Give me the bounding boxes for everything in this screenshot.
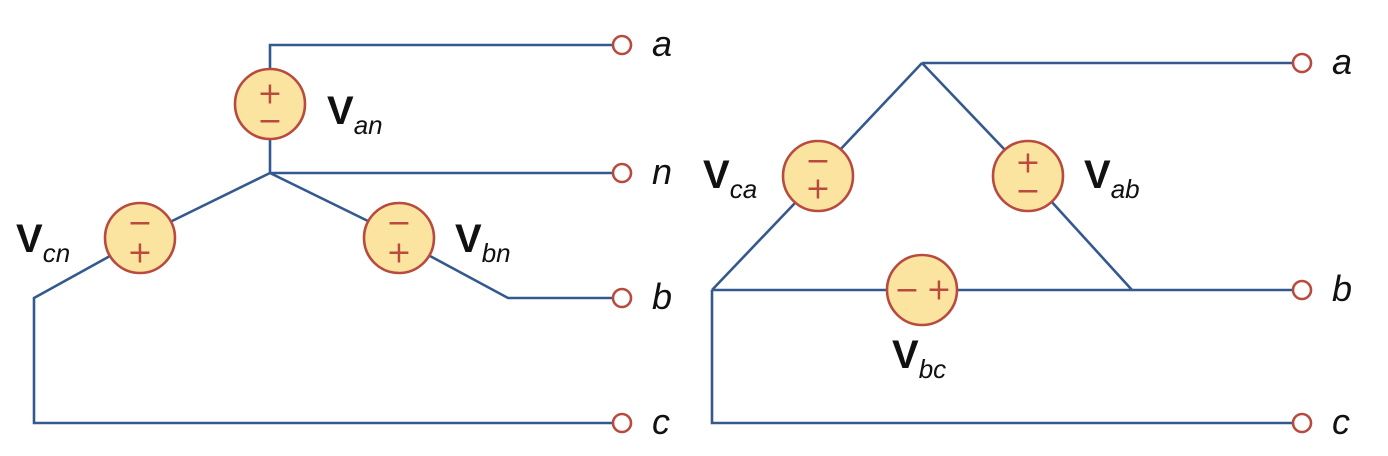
source-vbc: − + xyxy=(885,253,959,327)
delta-circuit: − + + − − + Vca Vab Vbc a b c xyxy=(703,41,1352,442)
label-van-symbol: V xyxy=(327,89,354,133)
wire-delta-top-to-vab xyxy=(921,62,1006,151)
source-vbn: − + xyxy=(362,201,436,275)
delta-terminal-c xyxy=(1291,412,1313,434)
label-vbn-subscript: bn xyxy=(482,238,511,268)
label-vca-symbol: V xyxy=(703,153,730,197)
wire-neutral-to-vcn xyxy=(169,171,271,224)
label-vca: Vca xyxy=(703,153,757,204)
label-vcn-symbol: V xyxy=(16,217,43,261)
wye-terminal-a xyxy=(611,34,633,56)
wye-circuit: + − − + − + Van Vbn Vcn a n b xyxy=(16,23,672,442)
source-vab-top-sign: + xyxy=(1015,146,1040,181)
wye-terminal-b xyxy=(611,287,633,309)
delta-terminal-label-c: c xyxy=(1332,401,1350,442)
source-van-bottom-sign: − xyxy=(257,104,282,139)
source-vab-bottom-sign: − xyxy=(1015,174,1040,209)
label-vbn-symbol: V xyxy=(455,217,482,261)
source-vbc-left-sign: − xyxy=(894,273,919,308)
wire-neutral-to-vbn xyxy=(269,171,371,224)
wye-terminal-n xyxy=(611,162,633,184)
delta-terminal-label-a: a xyxy=(1332,41,1352,82)
source-vcn-top-sign: − xyxy=(127,206,152,241)
wye-terminal-label-a: a xyxy=(652,23,672,64)
delta-terminal-a xyxy=(1291,52,1313,74)
label-vab: Vab xyxy=(1084,153,1140,204)
wire-a xyxy=(268,43,612,110)
label-vca-subscript: ca xyxy=(730,174,757,204)
delta-terminal-label-b: b xyxy=(1332,268,1352,309)
wire-vbn-to-b xyxy=(429,254,612,300)
source-van: + − xyxy=(233,67,307,141)
source-vca-top-sign: − xyxy=(805,144,830,179)
wire-vab-to-right xyxy=(1049,199,1133,291)
source-vbc-right-sign: + xyxy=(926,273,951,308)
source-vbn-top-sign: − xyxy=(386,206,411,241)
wye-terminal-c xyxy=(611,412,633,434)
label-vbc-symbol: V xyxy=(892,333,919,377)
source-vca: − + xyxy=(781,139,855,213)
source-vab: + − xyxy=(991,139,1065,213)
source-vcn: − + xyxy=(103,201,177,275)
delta-terminal-b xyxy=(1291,279,1313,301)
label-vbc: Vbc xyxy=(892,333,946,384)
wire-delta-c xyxy=(710,290,1292,425)
label-vcn-subscript: cn xyxy=(43,238,70,268)
source-vca-bottom-sign: + xyxy=(805,172,830,207)
wire-delta-top-to-vca xyxy=(837,62,923,153)
label-van: Van xyxy=(327,89,383,140)
label-vbc-subscript: bc xyxy=(919,354,946,384)
label-vab-subscript: ab xyxy=(1111,174,1140,204)
wye-terminal-label-c: c xyxy=(652,401,670,442)
source-vcn-bottom-sign: + xyxy=(127,236,152,271)
label-vbn: Vbn xyxy=(455,217,511,268)
label-vcn: Vcn xyxy=(16,217,70,268)
wye-terminal-label-n: n xyxy=(652,151,672,192)
label-van-subscript: an xyxy=(354,110,383,140)
wire-vca-to-left xyxy=(711,202,796,291)
wire-vcn-to-c xyxy=(32,254,612,425)
source-vbn-bottom-sign: + xyxy=(386,236,411,271)
wye-terminal-label-b: b xyxy=(652,276,672,317)
label-vab-symbol: V xyxy=(1084,153,1111,197)
source-van-top-sign: + xyxy=(257,77,282,112)
